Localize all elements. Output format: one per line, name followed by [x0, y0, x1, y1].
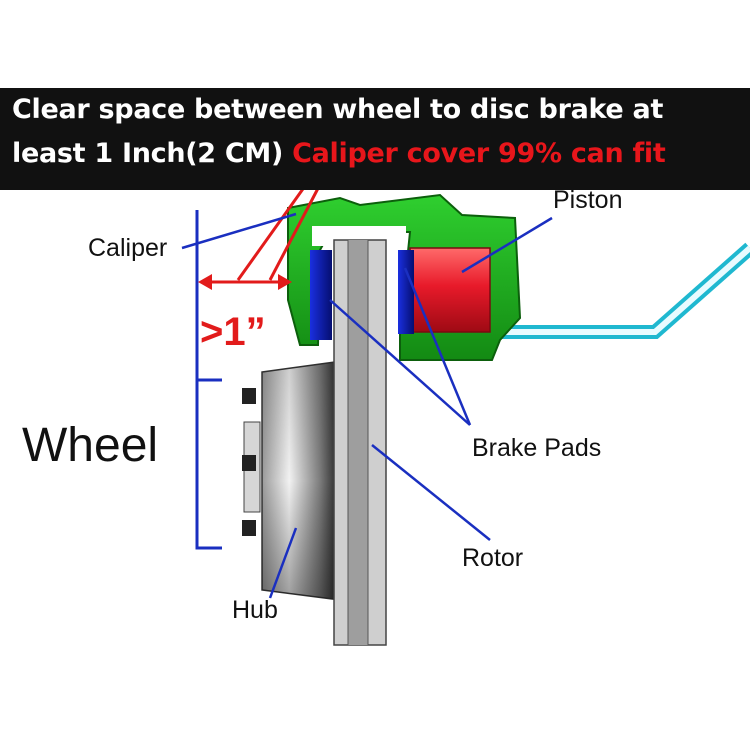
headline-line-2: least 1 Inch(2 CM) Caliper cover 99% can… — [12, 138, 666, 169]
gap-label: >1” — [200, 310, 266, 354]
brake-pads — [310, 250, 414, 340]
brake-line — [500, 242, 750, 339]
brake-pads-label: Brake Pads — [472, 434, 602, 462]
headline-line-2-red: Caliper cover 99% can fit — [292, 138, 666, 169]
leader-lines — [181, 212, 553, 599]
wheel-label: Wheel — [22, 419, 159, 472]
bottom-margin — [0, 652, 750, 750]
rotor-label: Rotor — [462, 544, 524, 572]
wheel-rim — [195, 210, 222, 550]
piston — [409, 247, 491, 333]
headline-line-1: Clear space between wheel to disc brake … — [12, 94, 664, 125]
rotor — [333, 239, 387, 646]
headline-banner — [0, 88, 750, 190]
caliper-label: Caliper — [88, 234, 168, 262]
piston-label: Piston — [553, 186, 623, 214]
headline-line-2-white: least 1 Inch(2 CM) — [12, 138, 293, 169]
hub-label: Hub — [232, 596, 278, 624]
hub — [242, 361, 341, 601]
